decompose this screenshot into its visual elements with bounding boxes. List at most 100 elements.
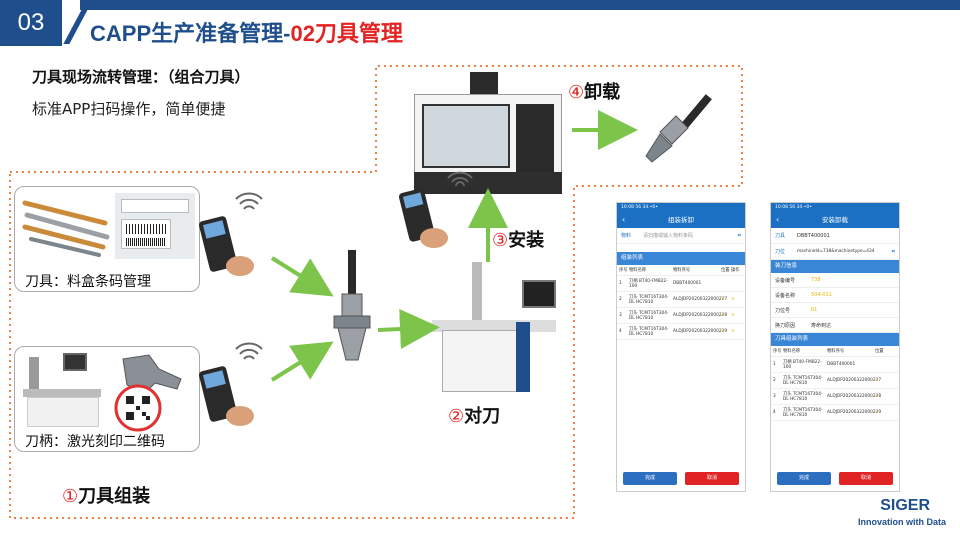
table-row[interactable]: 2 刀头 TCMT16T304-DL HC7810 ALDJDP2020032200… xyxy=(617,292,745,308)
back-icon[interactable]: ‹ xyxy=(776,215,780,224)
step-install-number: ③ xyxy=(492,230,509,251)
position-field[interactable]: 刀位 machineId=738&machinetype=434 ⌗ xyxy=(771,244,899,260)
cell-pos: 1 xyxy=(875,378,878,383)
arrow-scan-to-tool-top xyxy=(270,256,334,297)
phone-title: 组装拆卸 xyxy=(668,216,694,224)
title-main: CAPP生产准备管理- xyxy=(90,21,291,46)
cell-name: 刀柄 BT40-FMB22-100 xyxy=(629,279,668,289)
cell-name: 刀头 TCMT16T304-DL HC7810 xyxy=(629,327,669,337)
col-no: 序号 xyxy=(773,349,782,354)
machining-center-image xyxy=(414,72,562,196)
cell-no: 4 xyxy=(773,410,776,415)
scanner-top-image xyxy=(198,192,263,276)
cell-pos: 3 xyxy=(721,329,724,334)
phone-status-bar: 10:08 56 34.•0• xyxy=(617,203,745,212)
info-value: 01 xyxy=(811,307,818,313)
cell-serial: ALDJDP20200322000228 xyxy=(673,313,728,318)
cell-serial: ALDJDP20200322000228 xyxy=(827,394,882,399)
col-pos: 位置 xyxy=(721,268,730,273)
tool-assembly-list-header: 刀具组装列表 xyxy=(771,333,899,346)
delete-icon[interactable]: ✕ xyxy=(731,329,735,334)
phone-status-bar: 10:08 56 34.•0• xyxy=(771,203,899,212)
cell-pos: 2 xyxy=(721,313,724,318)
info-value: 738 xyxy=(811,277,821,283)
scanner-machine-image xyxy=(398,188,448,248)
position-label: 刀位 xyxy=(775,249,786,255)
scanner-bottom-image xyxy=(198,342,263,426)
back-icon[interactable]: ‹ xyxy=(622,215,626,224)
tool-input[interactable]: DBBT400001 xyxy=(797,232,830,239)
info-key: 换刀原因 xyxy=(775,322,796,329)
phone-install-screen: 10:08 56 34.•0• ‹安装卸载 刀具 DBBT400001 刀位 m… xyxy=(770,202,900,492)
scan-icon[interactable]: ⌗ xyxy=(737,231,741,239)
material-scan-field[interactable]: 物料 请扫描或输入物料条码 ⌗ xyxy=(617,228,745,244)
section-number: 03 xyxy=(0,0,62,46)
table-header: 序号 物料名称 物料序号 位置 操作 xyxy=(617,265,745,276)
brand-tagline: Innovation with Data xyxy=(857,517,946,527)
cell-serial: ALDJDP20200322000229 xyxy=(827,410,882,415)
info-key: 设备名称 xyxy=(775,292,796,299)
phone-title-bar: ‹安装卸载 xyxy=(771,212,899,228)
tool-label: 刀具 xyxy=(775,233,786,239)
tool-photo-box: 刀具：料盒条码管理 xyxy=(14,186,200,292)
step-assemble: ①刀具组装 xyxy=(62,482,150,508)
cell-no: 1 xyxy=(619,281,622,286)
arrow-scan-to-tool-bottom xyxy=(270,341,334,382)
unloaded-tool-image xyxy=(645,94,712,163)
col-name: 物料名称 xyxy=(629,268,647,273)
tool-field[interactable]: 刀具 DBBT400001 xyxy=(771,228,899,244)
cell-no: 3 xyxy=(773,394,776,399)
step-preset: ②对刀 xyxy=(448,402,500,428)
table-row[interactable]: 3 刀头 TCMT16T304-DL HC7810 ALDJDP2020032200… xyxy=(771,389,899,405)
tool-drills-image xyxy=(22,200,110,257)
complete-button[interactable]: 完成 xyxy=(623,472,677,485)
cell-no: 2 xyxy=(773,378,776,383)
cancel-button[interactable]: 取消 xyxy=(685,472,739,485)
material-input[interactable]: 请扫描或输入物料条码 xyxy=(643,233,694,239)
phone-title-bar: ‹ 组装拆卸 xyxy=(617,212,745,228)
holder-caption: 刀柄：激光刻印二维码 xyxy=(25,434,165,450)
cell-name: 刀柄 BT40-FMB22-100 xyxy=(783,360,822,370)
cell-serial: ALDJDP20200322000229 xyxy=(673,329,728,334)
header-bar xyxy=(80,0,960,10)
cell-name: 刀头 TCMT16T304-DL HC7810 xyxy=(783,392,823,402)
delete-icon[interactable]: ✕ xyxy=(731,297,735,302)
cell-name: 刀头 TCMT16T304-DL HC7810 xyxy=(783,376,823,386)
table-header: 序号 物料名称 物料序号 位置 xyxy=(771,346,899,357)
position-input[interactable]: machineId=738&machinetype=434 xyxy=(797,249,875,254)
intro-text: 标准APP扫码操作，简单便捷 xyxy=(32,100,226,118)
cell-no: 2 xyxy=(619,297,622,302)
delete-icon[interactable]: ✕ xyxy=(731,313,735,318)
scan-icon[interactable]: ⌗ xyxy=(891,247,895,255)
title-highlight: 02刀具管理 xyxy=(290,21,403,46)
info-row: 换刀原因 寿命到达 xyxy=(771,318,899,333)
col-no: 序号 xyxy=(619,268,628,273)
presetter-image xyxy=(428,262,562,394)
cell-pos: 1 xyxy=(721,297,724,302)
cell-serial: ALDJDP20200322000227 xyxy=(673,297,728,302)
step-install: ③安装 xyxy=(492,226,544,252)
cell-name: 刀头 TCMT16T304-DL HC7810 xyxy=(629,295,669,305)
step-unload-label: 卸载 xyxy=(584,82,621,103)
cancel-button[interactable]: 取消 xyxy=(839,472,893,485)
step-preset-number: ② xyxy=(448,406,465,427)
step-preset-label: 对刀 xyxy=(464,406,501,427)
info-value: 寿命到达 xyxy=(811,322,832,329)
tool-caption: 刀具：料盒条码管理 xyxy=(25,274,151,290)
step-assemble-label: 刀具组装 xyxy=(78,486,151,507)
material-label: 物料 xyxy=(621,233,632,239)
laser-machine-image xyxy=(23,351,107,431)
cell-no: 1 xyxy=(773,362,776,367)
col-pos: 位置 xyxy=(875,349,884,354)
install-info-header: 装刀信息 xyxy=(771,260,899,273)
complete-button[interactable]: 完成 xyxy=(777,472,831,485)
